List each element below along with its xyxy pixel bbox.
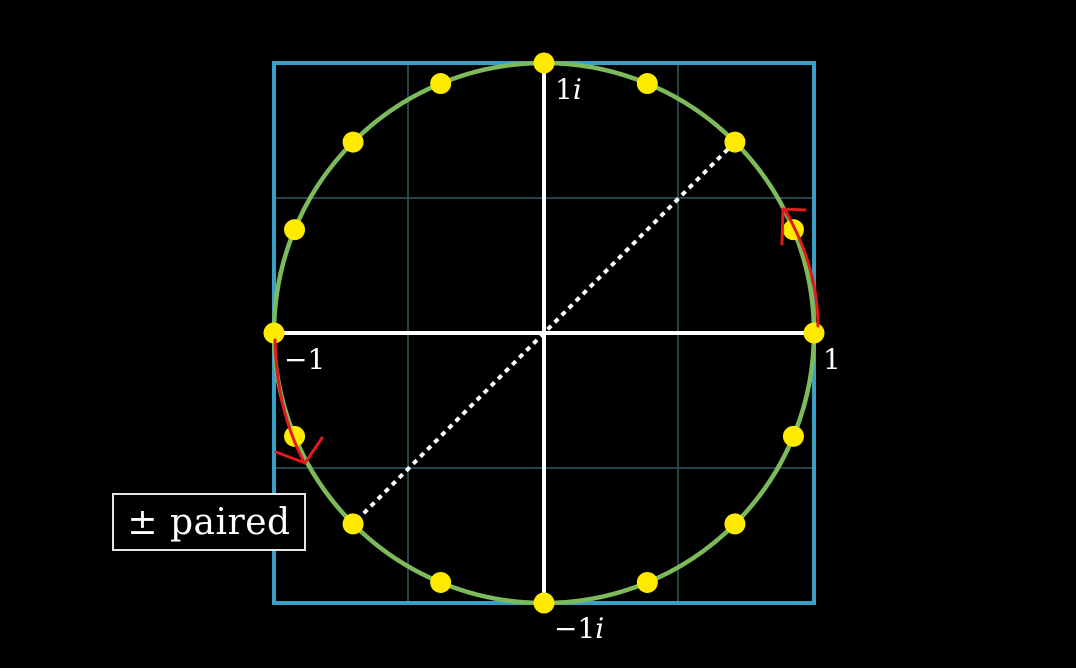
arrow-clockwise-head: [274, 436, 324, 465]
root-dot-14: [724, 513, 746, 535]
arrow-clockwise: [273, 338, 305, 462]
root-dot-10: [342, 513, 364, 535]
label-imag-negative-num: −1: [554, 612, 595, 645]
label-imag-positive-num: 1: [555, 73, 573, 106]
root-dot-13: [636, 571, 658, 593]
rotation-arrows: [273, 207, 820, 465]
root-dot-3: [636, 73, 658, 95]
arrow-counterclockwise: [784, 210, 820, 328]
root-dot-0: [803, 322, 825, 344]
label-real-negative: −1: [284, 343, 325, 376]
root-dot-7: [284, 219, 306, 241]
root-dot-5: [430, 73, 452, 95]
roots-of-unity-dots: [263, 52, 825, 614]
pair-connector-line: [351, 140, 737, 526]
label-real-positive: 1: [823, 343, 841, 376]
root-dot-4: [533, 52, 555, 74]
label-imag-positive: 1i: [555, 73, 582, 106]
paired-annotation-text: ± paired: [127, 501, 291, 543]
label-imag-negative-unit: i: [595, 612, 604, 645]
label-imag-negative: −1i: [554, 612, 604, 645]
arrow-counterclockwise-head: [780, 207, 807, 246]
label-imag-positive-unit: i: [573, 73, 582, 106]
root-dot-15: [782, 425, 804, 447]
root-dot-2: [724, 131, 746, 153]
root-dot-12: [533, 592, 555, 614]
root-dot-8: [263, 322, 285, 344]
paired-annotation-box: ± paired: [112, 493, 306, 551]
root-dot-11: [430, 571, 452, 593]
root-dot-6: [342, 131, 364, 153]
root-dot-1: [782, 219, 804, 241]
